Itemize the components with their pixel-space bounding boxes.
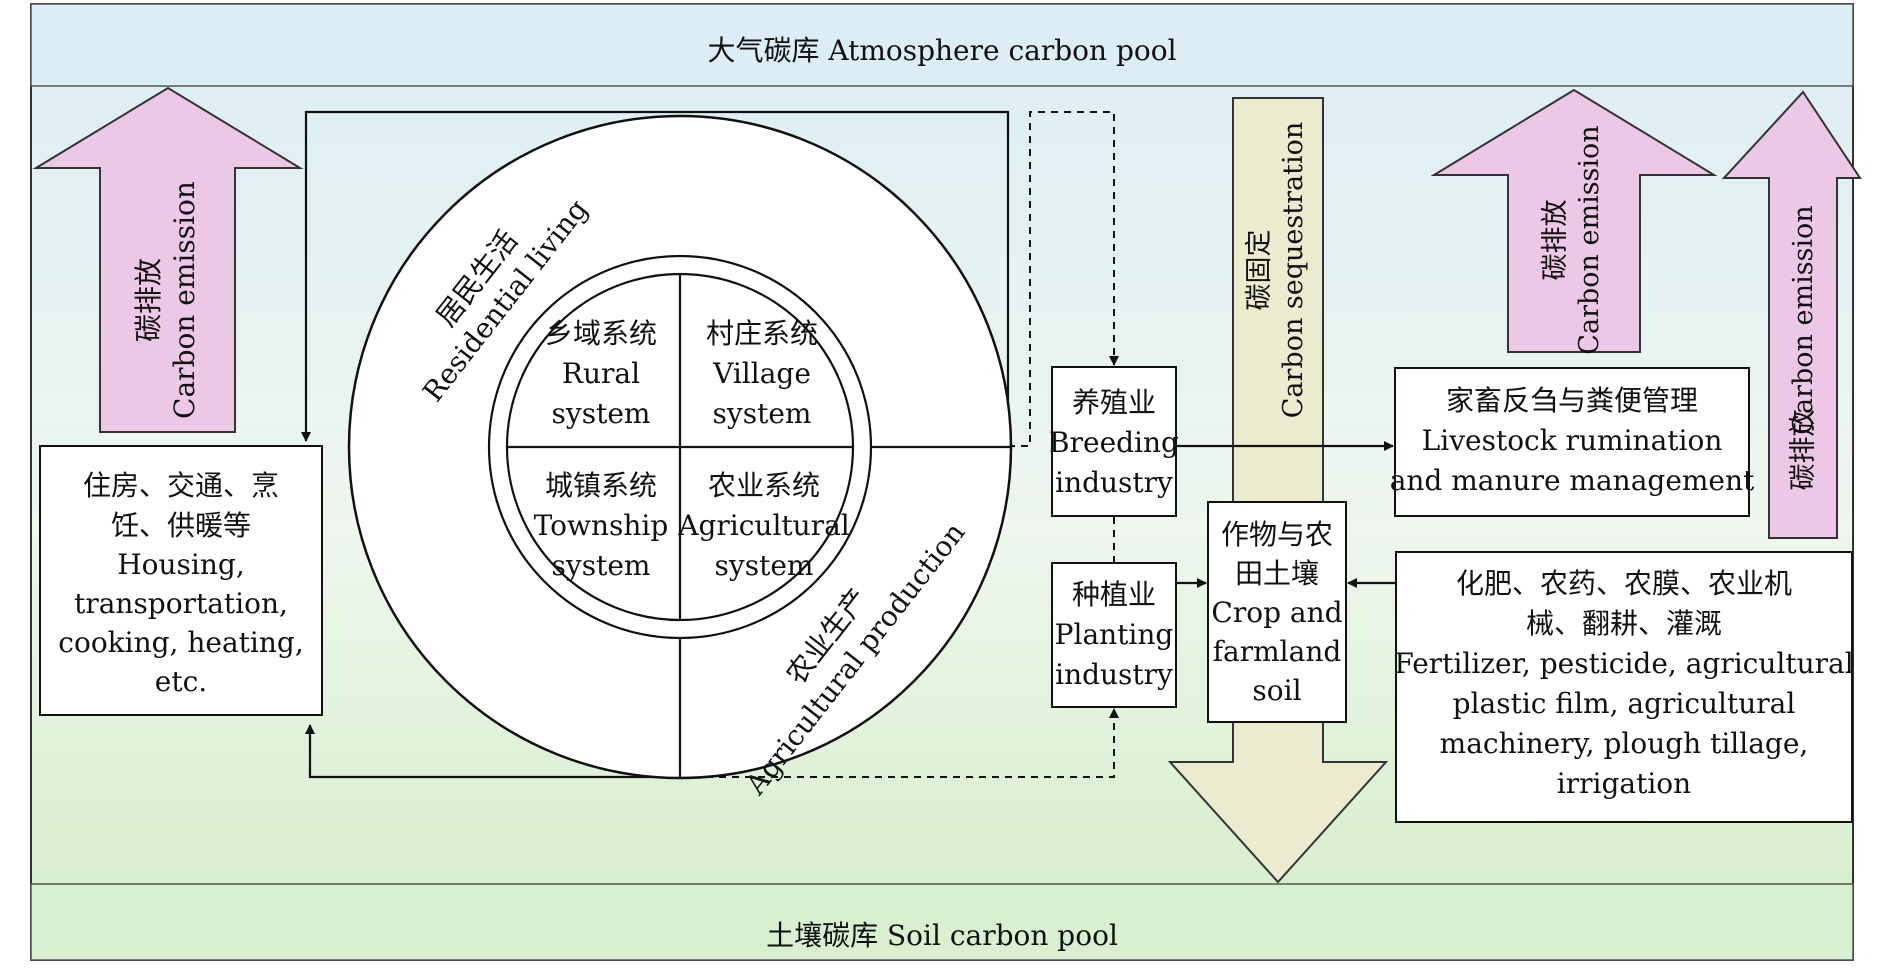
inputs-line-3: Fertilizer, pesticide, agricultural (1394, 647, 1853, 680)
left-emission-en: Carbon emission (168, 181, 201, 419)
rural-system-cn: 乡域系统 (545, 317, 657, 350)
right-carbon-emission-arrow-1 (1430, 88, 1718, 353)
township-system-cn: 城镇系统 (545, 469, 657, 502)
soil-band (30, 883, 1854, 961)
inputs-line-4: plastic film, agricultural (1453, 687, 1796, 720)
livestock-box (1394, 367, 1750, 517)
crop-line-3: Crop and (1211, 596, 1342, 629)
right-carbon-emission-arrow-2 (1721, 90, 1862, 539)
inputs-line-1: 化肥、农药、农膜、农业机 (1456, 567, 1792, 600)
rural-system-en-1: Rural (562, 357, 640, 390)
sequestration-label: 碳固定 Carbon sequestration (1244, 122, 1309, 419)
housing-line-1: 住房、交通、烹 (83, 469, 279, 502)
right-emission-1-en: Carbon emission (1574, 125, 1605, 354)
right-emission-2-label: Carbon emission (1788, 205, 1819, 434)
dashed-line-to-breeding (1008, 111, 1119, 447)
inputs-line-5: machinery, plough tillage, (1440, 727, 1809, 760)
crop-farmland-box (1207, 501, 1347, 723)
breeding-industry-box (1051, 366, 1177, 517)
agricultural-inputs-box (1395, 551, 1853, 823)
housing-box (39, 445, 323, 716)
livestock-cn: 家畜反刍与粪便管理 (1446, 384, 1698, 417)
agricultural-system-cn: 农业系统 (708, 469, 820, 502)
township-system-en-2: system (552, 549, 651, 582)
crop-line-5: soil (1252, 674, 1301, 707)
breeding-en-1: Breeding (1049, 426, 1179, 459)
breeding-cn: 养殖业 (1072, 386, 1156, 419)
planting-en-1: Planting (1055, 618, 1174, 651)
housing-line-5: cooking, heating, (58, 626, 303, 659)
township-system-en-1: Township (534, 509, 669, 542)
livestock-en-1: Livestock rumination (1422, 424, 1723, 457)
housing-line-6: etc. (155, 665, 207, 698)
planting-cn: 种植业 (1072, 578, 1156, 611)
right-emission-2-en: Carbon emission (1788, 205, 1819, 434)
rural-system-en-2: system (552, 397, 651, 430)
housing-line-3: Housing, (117, 548, 245, 581)
sequestration-cn: 碳固定 (1244, 230, 1275, 311)
left-emission-cn: 碳排放 (132, 258, 165, 342)
crop-line-1: 作物与农 (1221, 518, 1333, 551)
soil-pool-label: 土壤碳库 Soil carbon pool (766, 919, 1118, 952)
atmosphere-band (30, 3, 1854, 87)
right-emission-2-cn: 碳排放 (1788, 410, 1819, 491)
right-emission-1-label: 碳排放 Carbon emission (1540, 125, 1605, 354)
village-system-en-2: system (713, 397, 812, 430)
breeding-en-2: industry (1055, 466, 1173, 499)
left-carbon-emission-arrow (32, 86, 304, 433)
agricultural-system-en-2: system (715, 549, 814, 582)
bottom-connector-line (305, 724, 680, 779)
crop-line-2: 田土壤 (1235, 557, 1319, 590)
housing-line-2: 饪、供暖等 (111, 509, 251, 542)
village-system-cn: 村庄系统 (706, 317, 818, 350)
left-emission-label: 碳排放 Carbon emission (132, 181, 201, 419)
village-system-en-1: Village (712, 357, 811, 390)
inputs-line-6: irrigation (1557, 767, 1691, 800)
crop-line-4: farmland (1213, 635, 1342, 668)
carbon-sequestration-arrow (1167, 97, 1389, 884)
right-emission-1-cn: 碳排放 (1540, 200, 1571, 281)
inputs-line-2: 械、翻耕、灌溉 (1526, 607, 1722, 640)
atmosphere-pool-label: 大气碳库 Atmosphere carbon pool (707, 34, 1176, 67)
right-emission-2-cn-label: 碳排放 (1788, 410, 1819, 491)
livestock-en-2: and manure management (1390, 464, 1755, 497)
housing-line-4: transportation, (74, 587, 288, 620)
dashed-line-to-planting (680, 708, 1119, 778)
planting-industry-box (1051, 562, 1177, 708)
planting-en-2: industry (1055, 658, 1173, 691)
top-connector-line (301, 110, 1010, 446)
agricultural-system-en-1: Agricultural (677, 509, 850, 542)
sequestration-en: Carbon sequestration (1278, 122, 1309, 419)
